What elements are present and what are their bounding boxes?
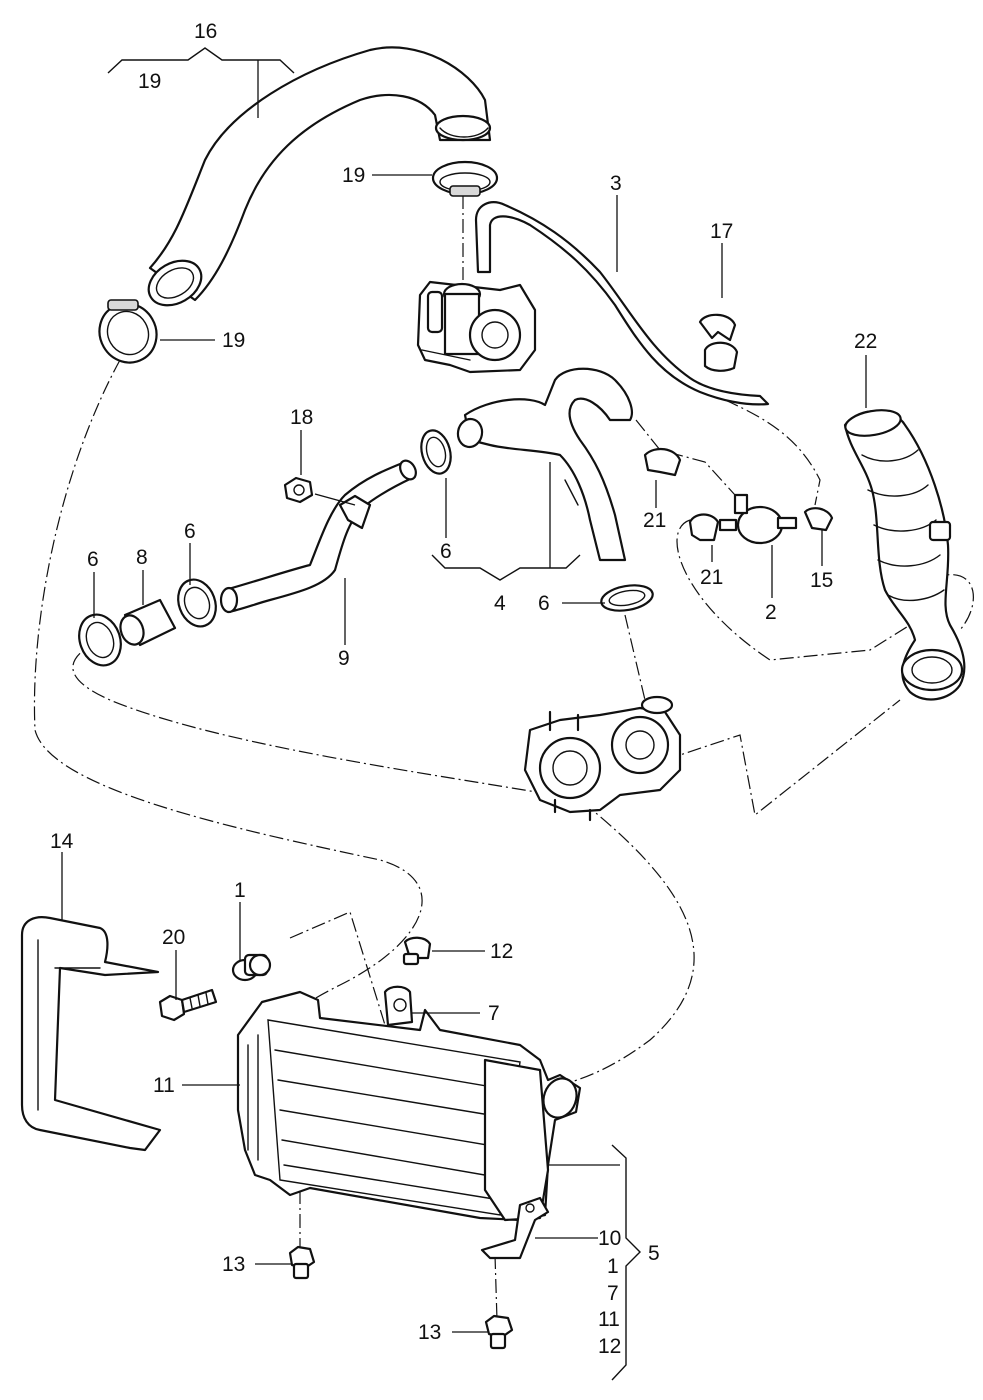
- callout-8: 8: [136, 546, 148, 569]
- callout-10: 10: [598, 1227, 621, 1250]
- callout-17: 17: [710, 220, 733, 243]
- throttle-body: [416, 280, 537, 374]
- callout-19-mid: 19: [342, 164, 365, 187]
- callout-1: 1: [234, 879, 246, 902]
- intercooler-11: [236, 985, 582, 1222]
- clamp-19-top: [431, 160, 499, 197]
- clamp-6-lower: [600, 584, 654, 612]
- pipe-9: [219, 459, 417, 614]
- callout-13-upper: 13: [222, 1253, 245, 1276]
- y-pipe-4: [456, 367, 633, 562]
- clamp-19-left: [98, 299, 158, 364]
- clamp-6-upper: [420, 429, 452, 475]
- group-5-item-12: 12: [598, 1335, 621, 1358]
- clamp-21-lower: [688, 513, 720, 542]
- group-5-item-11: 11: [598, 1308, 620, 1331]
- vacuum-line-3: [474, 201, 770, 406]
- callout-13-lower: 13: [418, 1321, 441, 1344]
- bracket-14: [20, 916, 162, 1152]
- clamp-6-left: [78, 613, 122, 667]
- clip-17: [698, 313, 739, 372]
- callout-16: 16: [194, 20, 217, 43]
- clamp-21-upper: [643, 447, 682, 477]
- callout-6-lower: 6: [538, 592, 550, 615]
- callout-11: 11: [153, 1074, 175, 1097]
- callout-14: 14: [50, 830, 74, 853]
- callout-22: 22: [854, 330, 877, 353]
- callout-6-mid: 6: [184, 520, 196, 543]
- group-5-item-1: 1: [607, 1255, 619, 1278]
- group-5-item-7: 7: [607, 1282, 619, 1305]
- callout-21-upper: 21: [643, 509, 666, 532]
- callout-labels: 16 19 19 19 3 17 22 18 21 21 15 2 6 8 6 …: [50, 20, 877, 1358]
- nut-18: [283, 476, 314, 504]
- bracket-10: [480, 1196, 550, 1260]
- turbocharger: [523, 695, 682, 822]
- callout-19-top: 19: [138, 70, 161, 93]
- callout-9: 9: [338, 647, 350, 670]
- bolt-13-lower: [484, 1314, 514, 1350]
- intake-hose-22: [843, 409, 966, 701]
- callout-18: 18: [290, 406, 313, 429]
- callout-5: 5: [648, 1242, 660, 1265]
- clamp-6-mid: [177, 578, 217, 628]
- sleeve-8: [119, 598, 177, 647]
- bolt-20: [158, 988, 218, 1022]
- callout-7: 7: [488, 1002, 500, 1025]
- callout-20: 20: [162, 926, 185, 949]
- leader-lines: [61, 47, 867, 1381]
- callout-19-left: 19: [222, 329, 245, 352]
- callout-15: 15: [810, 569, 833, 592]
- callout-21-lower: 21: [700, 566, 723, 589]
- bolt-12: [402, 936, 432, 966]
- hose-16: [147, 46, 492, 307]
- callout-4: 4: [494, 592, 506, 615]
- callout-2: 2: [765, 601, 777, 624]
- bolt-13-upper: [288, 1245, 316, 1280]
- callout-6-left: 6: [87, 548, 99, 571]
- callout-12: 12: [490, 940, 513, 963]
- callout-6-upper: 6: [440, 540, 452, 563]
- callout-3: 3: [610, 172, 622, 195]
- clamp-15: [803, 507, 834, 532]
- spacer-1: [231, 953, 272, 982]
- valve-2: [718, 493, 798, 545]
